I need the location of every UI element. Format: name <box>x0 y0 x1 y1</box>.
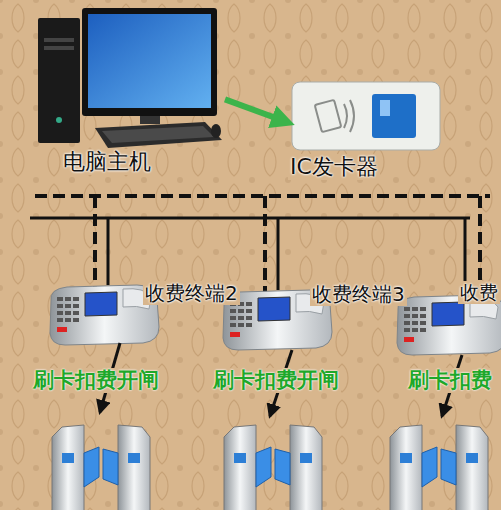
action-label: 刷卡扣费 <box>406 368 494 393</box>
bus-wires <box>30 217 470 220</box>
computer-illustration <box>140 116 160 124</box>
action-label: 刷卡扣费开闸 <box>211 368 341 393</box>
turnstile-gates <box>224 425 322 510</box>
computer-illustration <box>56 117 62 123</box>
data-arrow <box>225 99 288 122</box>
card-reader-illustration <box>292 82 440 150</box>
card-reader-illustration <box>380 100 390 116</box>
device-label: 收费终端3 <box>310 282 407 306</box>
device-node: 收费终端2 <box>45 280 265 346</box>
device-label: 电脑主机 <box>61 149 153 175</box>
device-label: IC发卡器 <box>288 154 380 180</box>
card-reader-illustration <box>292 82 440 150</box>
card-reader-illustration <box>372 94 416 138</box>
computer-illustration <box>82 8 217 116</box>
computer-illustration <box>44 46 74 50</box>
card-reader-illustration <box>344 104 347 128</box>
card-reader-illustration <box>315 100 342 132</box>
turnstile-gates <box>52 425 488 510</box>
terminal-illustrations <box>50 285 501 355</box>
bus-wires <box>30 196 490 300</box>
turnstile-gates <box>52 425 150 510</box>
device-label: 收费 <box>458 281 500 304</box>
computer-illustration <box>102 126 214 143</box>
device-label: 收费终端2 <box>143 281 240 305</box>
computer-illustration <box>38 18 80 143</box>
computer-illustration <box>38 8 222 148</box>
card-reader-illustration <box>350 100 354 132</box>
device-node: 收费 <box>392 290 501 354</box>
computer-illustration <box>44 38 74 42</box>
action-label: 刷卡扣费开闸 <box>31 368 161 393</box>
device-node: 电脑主机 <box>35 5 225 183</box>
computer-illustration <box>88 14 211 108</box>
turnstile-gates <box>390 425 488 510</box>
terminal-illustrations <box>397 295 501 355</box>
device-node: 收费终端3 <box>218 285 422 351</box>
computer-illustration <box>95 122 222 148</box>
computer-illustration <box>211 124 221 138</box>
device-node: IC发卡器 <box>288 78 443 184</box>
bus-wires <box>35 194 490 198</box>
